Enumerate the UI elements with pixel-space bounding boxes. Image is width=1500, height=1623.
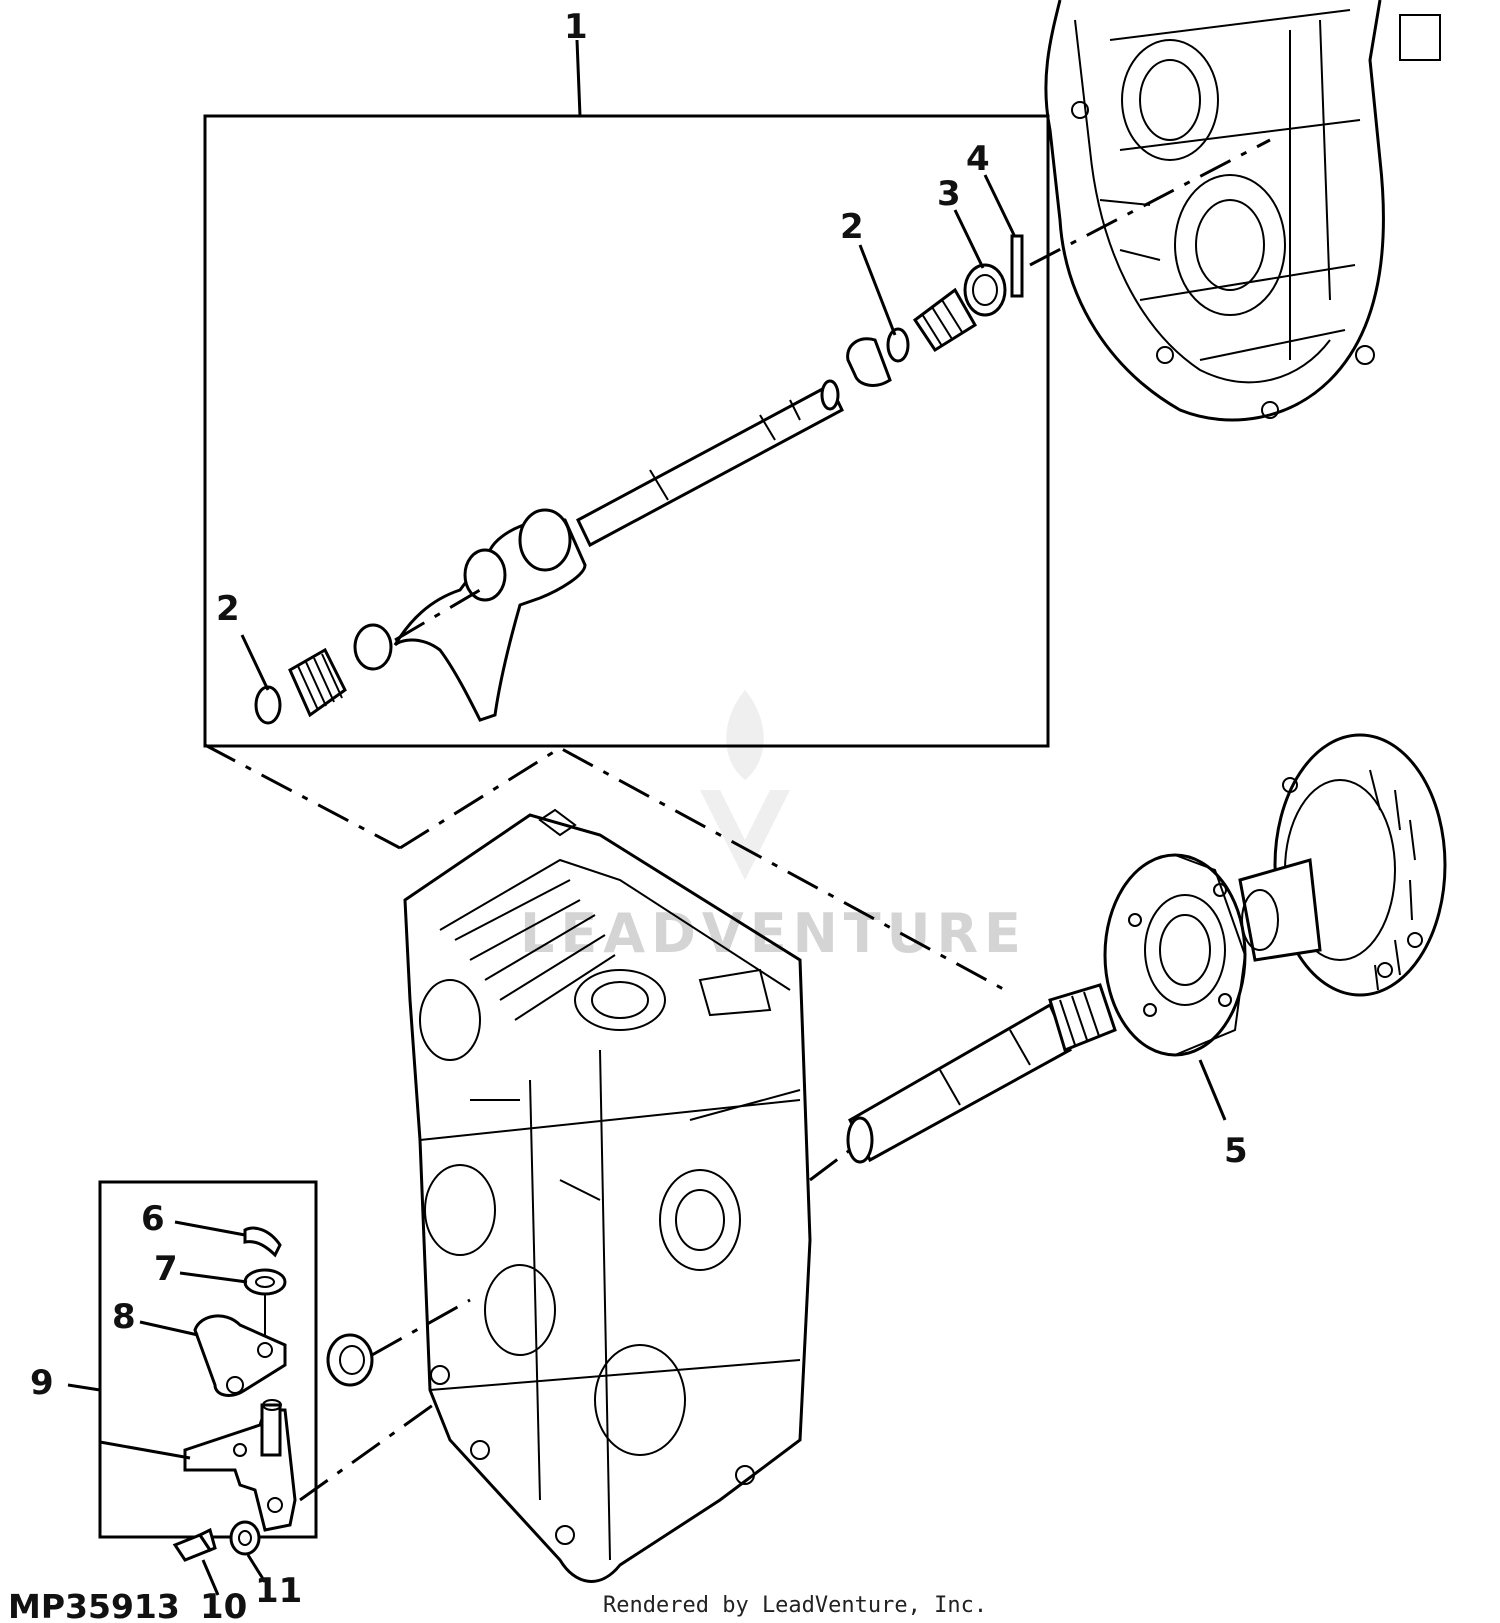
bracket <box>183 1399 297 1532</box>
shift-shaft <box>576 379 844 548</box>
callout-2-right: 2 <box>840 207 864 247</box>
shift-fork <box>393 508 587 722</box>
callout-8: 8 <box>112 1297 136 1337</box>
leader-2-right <box>858 244 897 336</box>
leader-4 <box>983 174 1017 238</box>
leader-10 <box>201 1559 220 1596</box>
callout-2-left: 2 <box>216 589 240 629</box>
spring-left <box>254 623 393 725</box>
detent-plate <box>193 1314 287 1397</box>
leader-8 <box>139 1320 199 1337</box>
watermark-text: LEADVENTURE <box>520 902 1027 965</box>
main-housing <box>403 808 812 1583</box>
bolt <box>172 1527 217 1562</box>
retaining-clip <box>243 1226 282 1258</box>
callout-5: 5 <box>1224 1131 1248 1171</box>
assembly-frame-1 <box>203 114 1050 748</box>
leader-1 <box>575 39 582 117</box>
bracket-line <box>299 1398 441 1502</box>
oil-seal <box>326 1333 374 1387</box>
render-credit: Rendered by LeadVenture, Inc. <box>603 1593 987 1618</box>
callout-4: 4 <box>966 139 990 179</box>
assembly-line-top <box>1029 138 1271 267</box>
callout-3: 3 <box>937 174 961 214</box>
callout-11: 11 <box>255 1571 302 1611</box>
leader-9-bracket <box>99 1440 191 1460</box>
callout-10: 10 <box>200 1587 247 1623</box>
callout-9: 9 <box>30 1363 54 1403</box>
leader-9 <box>67 1383 101 1392</box>
spring-right <box>846 234 1024 387</box>
wheel-hub <box>1238 733 1447 997</box>
callout-6: 6 <box>141 1199 165 1239</box>
housing-cover <box>1044 0 1441 422</box>
washer <box>243 1268 287 1296</box>
leader-3 <box>953 209 985 269</box>
callout-7: 7 <box>154 1249 178 1289</box>
watermark-logo <box>700 690 790 880</box>
leader-5 <box>1198 1059 1227 1121</box>
axle-line <box>809 1148 851 1182</box>
leader-6 <box>174 1220 246 1237</box>
assembly-line-frame-left <box>204 743 401 850</box>
leader-2-left <box>240 634 270 691</box>
callout-1: 1 <box>564 7 588 47</box>
assembly-line-frame-right <box>399 746 1006 992</box>
leader-7 <box>179 1271 248 1284</box>
leader-11 <box>246 1554 267 1583</box>
figure-id: MP35913 <box>8 1587 180 1623</box>
axle-shaft <box>846 983 1117 1164</box>
assembly-line-fork <box>394 588 481 642</box>
axle-flange <box>1103 853 1247 1057</box>
nut <box>229 1520 261 1556</box>
seal-line <box>371 1298 471 1357</box>
